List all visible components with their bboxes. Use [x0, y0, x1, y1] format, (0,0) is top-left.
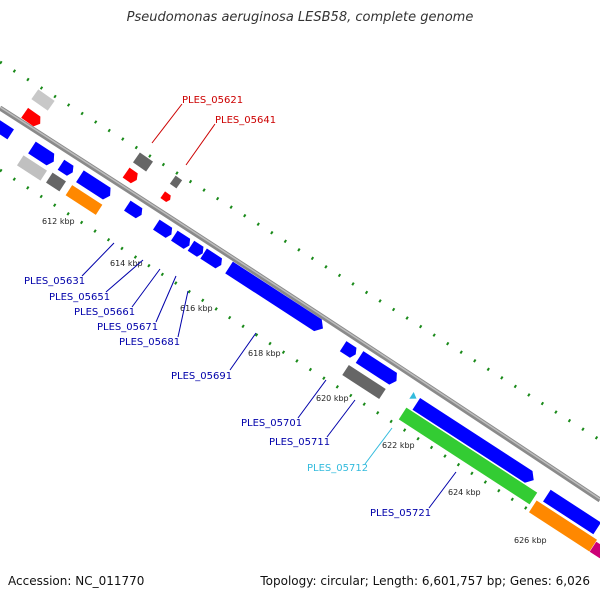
scale-labels: 612 kbp 614 kbp 616 kbp 618 kbp 620 kbp … — [42, 217, 547, 545]
scale-label: 612 kbp — [42, 217, 75, 226]
scale-label: 624 kbp — [448, 488, 481, 497]
gene-label-ples-05691: PLES_05691 — [171, 371, 232, 382]
gene-label-ples-05671: PLES_05671 — [97, 322, 158, 333]
scale-label: 616 kbp — [180, 304, 213, 313]
genome-stats: Topology: circular; Length: 6,601,757 bp… — [260, 574, 590, 588]
outer-features — [21, 89, 183, 202]
scale-label: 622 kbp — [382, 441, 415, 450]
gene-label-ples-05631: PLES_05631 — [24, 276, 85, 287]
inner-features — [0, 119, 600, 559]
scale-label: 614 kbp — [110, 259, 143, 268]
gene-label-ples-05712: PLES_05712 — [307, 463, 368, 474]
scale-label: 626 kbp — [514, 536, 547, 545]
gene-label-ples-05651: PLES_05651 — [49, 292, 110, 303]
gene-label-ples-05621: PLES_05621 — [182, 95, 243, 106]
genome-backbone — [0, 105, 600, 503]
scale-label: 620 kbp — [316, 394, 349, 403]
gene-label-ples-05681: PLES_05681 — [119, 337, 180, 348]
gene-label-ples-05701: PLES_05701 — [241, 418, 302, 429]
gene-labels: PLES_05621 PLES_05641 PLES_05631 PLES_05… — [24, 95, 431, 519]
gene-label-ples-05661: PLES_05661 — [74, 307, 135, 318]
gene-label-ples-05641: PLES_05641 — [215, 115, 276, 126]
gene-label-ples-05721: PLES_05721 — [370, 508, 431, 519]
leader-lines — [81, 103, 457, 509]
gene-label-ples-05711: PLES_05711 — [269, 437, 330, 448]
outer-tick-track — [0, 60, 600, 442]
map-title: Pseudomonas aeruginosa LESB58, complete … — [126, 10, 474, 25]
accession-label: Accession: NC_011770 — [8, 574, 145, 588]
scale-label: 618 kbp — [248, 349, 281, 358]
